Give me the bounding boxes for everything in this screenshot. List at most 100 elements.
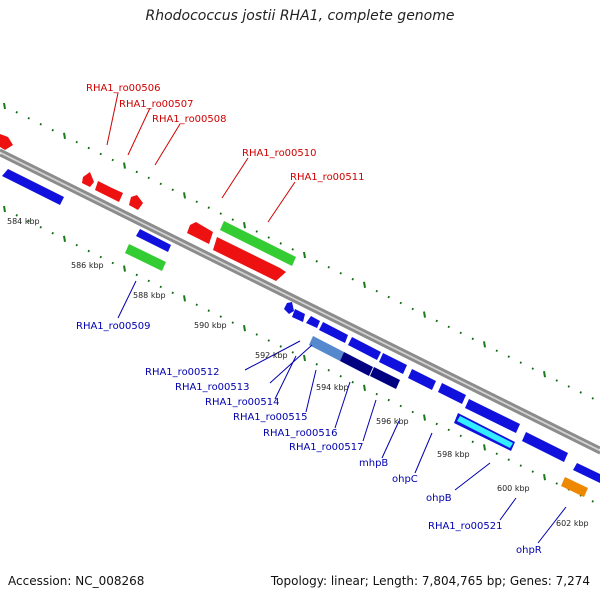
gene-label-mhpB[interactable]: mhpB [359, 458, 388, 469]
leader-ro00509 [117, 280, 137, 319]
gene-label-ro00507[interactable]: RHA1_ro00507 [119, 99, 194, 110]
track-major-tick [363, 281, 366, 288]
gene-arrow-ohpC[interactable] [408, 369, 436, 390]
track-major-tick [483, 444, 486, 451]
track-major-tick [483, 341, 486, 348]
track-dot [27, 220, 30, 223]
gene-arrow-ro00512[interactable] [284, 302, 294, 314]
scale-label: 600 kbp [497, 484, 530, 493]
gene-arrow-mhpB[interactable] [370, 367, 400, 389]
track-dot [147, 176, 150, 180]
gene-arrow-ro00515[interactable] [319, 322, 348, 343]
gene-arrow-ro00509[interactable] [125, 244, 166, 271]
gene-label-ro00517[interactable]: RHA1_ro00517 [289, 442, 364, 453]
track-major-tick [423, 414, 426, 421]
track-dot [495, 452, 498, 455]
gene-label-ro00509[interactable]: RHA1_ro00509 [76, 321, 151, 332]
gene-label-ro00510[interactable]: RHA1_ro00510 [242, 148, 317, 159]
upper-dotted-track [3, 102, 594, 400]
gene-arrow-ro00510a[interactable] [187, 222, 213, 244]
topology-text: Topology: linear; Length: 7,804,765 bp; … [270, 574, 590, 588]
gene-arrow-ro00513[interactable] [292, 309, 305, 322]
gene-label-ro00512[interactable]: RHA1_ro00512 [145, 367, 220, 378]
track-major-tick [543, 371, 546, 378]
track-dot [519, 464, 522, 467]
track-major-tick [63, 235, 66, 242]
reverse-gene-labels: RHA1_ro00509 RHA1_ro00512 RHA1_ro00513 R… [76, 321, 542, 556]
track-major-tick [423, 311, 426, 318]
gene-arrow-ohpB-cyan-fill [457, 416, 513, 448]
gene-label-ohpC[interactable]: ohpC [392, 474, 418, 485]
genome-title: Rhodococcus jostii RHA1, complete genome [145, 8, 455, 24]
gene-arrow-ro00503[interactable] [2, 169, 64, 205]
gene-arrow-ro00506[interactable] [82, 172, 94, 187]
forward-gene-labels: RHA1_ro00506 RHA1_ro00507 RHA1_ro00508 R… [86, 83, 365, 183]
leader-mhpB [381, 420, 400, 459]
gene-label-ro00508[interactable]: RHA1_ro00508 [152, 114, 227, 125]
gene-arrow-ohpR[interactable] [561, 477, 588, 497]
leader-ro00512 [244, 340, 301, 371]
gene-label-ro00516[interactable]: RHA1_ro00516 [263, 428, 338, 439]
track-dot [411, 307, 414, 311]
leader-ro00517 [362, 399, 377, 442]
gene-arrow-ro00511[interactable] [220, 221, 296, 266]
scale-labels: 584 kbp 586 kbp 588 kbp 590 kbp 592 kbp … [7, 217, 589, 528]
gene-arrow-ro00508[interactable] [129, 195, 143, 210]
track-dot [279, 242, 282, 245]
gene-arrow-ohpC-top[interactable] [379, 353, 407, 374]
gene-label-ro00514[interactable]: RHA1_ro00514 [205, 397, 280, 408]
scale-label: 596 kbp [376, 417, 409, 426]
track-dot [579, 391, 582, 394]
backbone-rail-lower [0, 153, 600, 455]
track-dot [399, 404, 402, 408]
gene-label-ohpB[interactable]: ohpB [426, 493, 452, 504]
gene-label-ro00513[interactable]: RHA1_ro00513 [175, 382, 250, 393]
track-dot [471, 440, 474, 444]
gene-arrow-ro00515b[interactable] [309, 336, 344, 361]
leader-ro00511 [267, 181, 296, 223]
leader-ohpC [414, 432, 433, 474]
track-dot [171, 291, 174, 295]
track-major-tick [123, 162, 126, 169]
gene-arrow-ohpB[interactable] [465, 399, 520, 433]
gene-arrow-ro00510[interactable] [213, 237, 286, 281]
gene-label-ro00521[interactable]: RHA1_ro00521 [428, 521, 503, 532]
gene-arrow-ro00517[interactable] [340, 352, 373, 376]
gene-arrow-ro00522[interactable] [573, 463, 600, 483]
track-major-tick [3, 205, 6, 213]
gene-arrow-ro00509a[interactable] [136, 229, 171, 252]
track-dot [111, 261, 114, 265]
track-dot [39, 122, 42, 126]
gene-label-ohpR[interactable]: ohpR [516, 545, 542, 556]
track-major-tick [183, 295, 186, 302]
gene-arrow-ro00505[interactable] [0, 134, 13, 150]
track-major-tick [303, 354, 306, 362]
track-dot [207, 206, 210, 209]
gene-arrow-ro00507[interactable] [95, 181, 123, 202]
track-major-tick [63, 132, 66, 139]
leader-ro00515 [305, 369, 317, 413]
gene-arrow-ro00521[interactable] [522, 432, 568, 462]
track-dot [459, 434, 462, 438]
gene-label-ro00515[interactable]: RHA1_ro00515 [233, 412, 308, 423]
track-dot [447, 428, 450, 432]
track-dot [231, 321, 234, 324]
track-dot [195, 303, 198, 306]
track-dot [375, 392, 378, 396]
track-major-tick [543, 474, 546, 481]
gene-label-ro00506[interactable]: RHA1_ro00506 [86, 83, 161, 94]
track-dot [159, 182, 162, 186]
track-dot [15, 111, 18, 114]
gene-arrow-ro00514[interactable] [306, 316, 320, 328]
track-dot [435, 422, 438, 426]
gene-arrow-ro00516[interactable] [348, 337, 381, 360]
gene-arrow-ohpB-top[interactable] [438, 383, 466, 404]
track-dot [411, 410, 414, 414]
track-dot [267, 236, 270, 239]
track-dot [255, 333, 258, 336]
track-dot [531, 367, 534, 370]
leader-ohpB [454, 462, 491, 491]
track-dot [399, 301, 402, 305]
gene-label-ro00511[interactable]: RHA1_ro00511 [290, 172, 365, 183]
